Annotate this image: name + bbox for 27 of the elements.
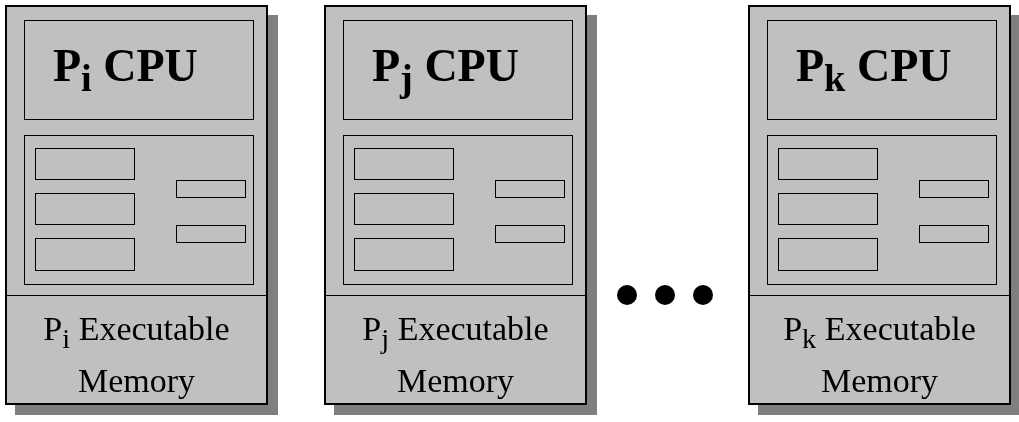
register-box <box>778 193 878 225</box>
register-box <box>495 225 565 243</box>
memory-label: P$_{i}$ Executable Memory <box>43 310 230 399</box>
register-box <box>495 180 565 198</box>
cpu-box <box>343 20 573 120</box>
register-box <box>176 180 246 198</box>
register-box <box>354 148 454 180</box>
register-box <box>354 193 454 225</box>
register-panel <box>24 135 254 285</box>
register-box <box>35 238 135 271</box>
cpu-box <box>24 20 254 120</box>
register-box <box>35 193 135 225</box>
register-panel <box>343 135 573 285</box>
cpu-label: P$_{i}$ CPU <box>53 39 198 101</box>
register-box <box>778 238 878 271</box>
register-panel <box>767 135 997 285</box>
cpu-box <box>767 20 997 120</box>
memory-label: P$_{k}$ Executable Memory <box>783 310 976 399</box>
register-box <box>778 148 878 180</box>
register-box <box>354 238 454 271</box>
register-box <box>176 225 246 243</box>
cpu-label: P$_{k}$ CPU <box>796 39 952 101</box>
register-box <box>919 180 989 198</box>
register-box <box>35 148 135 180</box>
cpu-label: P$_{j}$ CPU <box>372 39 519 101</box>
register-box <box>919 225 989 243</box>
memory-label: P$_{j}$ Executable Memory <box>362 310 549 399</box>
